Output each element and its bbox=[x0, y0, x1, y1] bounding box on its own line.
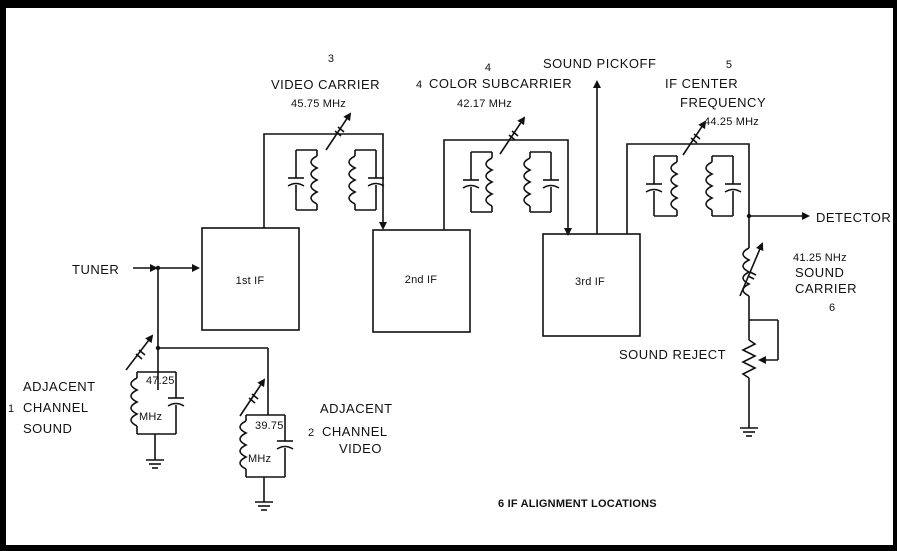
p1-line3: SOUND bbox=[23, 421, 72, 436]
p6-freq: 41.25 NHz bbox=[793, 252, 847, 264]
p2-line2: CHANNEL bbox=[322, 424, 388, 439]
sound-pickoff-label: SOUND PICKOFF bbox=[543, 56, 656, 71]
trap1-freq-bottom: MHz bbox=[139, 411, 162, 423]
trap2-freq-top: 39.75 bbox=[255, 420, 284, 432]
sound-reject-label: SOUND REJECT bbox=[619, 347, 726, 362]
sound-carrier-trap bbox=[739, 216, 779, 437]
p6-line2: CARRIER bbox=[795, 281, 857, 296]
transformer-color-subcarrier bbox=[443, 116, 572, 236]
p6-num: 6 bbox=[829, 302, 835, 314]
p5-line1: IF CENTER bbox=[665, 76, 738, 91]
p2-line3: VIDEO bbox=[339, 441, 382, 456]
tuner-label: TUNER bbox=[72, 262, 119, 277]
p2-line1: ADJACENT bbox=[320, 401, 393, 416]
p2-num: 2 bbox=[308, 427, 314, 439]
p4-num-inline: 4 bbox=[416, 79, 422, 91]
trap2-freq-bottom: MHz bbox=[248, 453, 271, 465]
p1-num: 1 bbox=[8, 403, 14, 415]
p3-num: 3 bbox=[328, 53, 334, 65]
transformer-video-carrier bbox=[263, 112, 387, 230]
if3-block: 3rd IF bbox=[542, 233, 641, 337]
if2-label: 2nd IF bbox=[405, 274, 437, 286]
detector-label: DETECTOR bbox=[816, 210, 891, 225]
trap1-freq-top: 47.25 bbox=[146, 375, 175, 387]
if3-label: 3rd IF bbox=[575, 276, 605, 288]
p5-line2: FREQUENCY bbox=[680, 95, 766, 110]
trap-adjacent-video: 39.75 MHz bbox=[239, 378, 294, 511]
p1-line2: CHANNEL bbox=[23, 400, 89, 415]
detector-output: DETECTOR bbox=[746, 210, 891, 225]
p4-label: COLOR SUBCARRIER bbox=[429, 76, 572, 91]
if1-label: 1st IF bbox=[236, 275, 265, 287]
p6-line1: SOUND bbox=[795, 265, 844, 280]
transformer-if-center bbox=[626, 120, 750, 234]
p5-freq: 44.25 MHz bbox=[704, 116, 759, 128]
p5-num: 5 bbox=[726, 59, 732, 71]
p4-freq: 42.17 MHz bbox=[457, 98, 512, 110]
if1-block: 1st IF bbox=[201, 227, 300, 331]
tuner-input: TUNER bbox=[72, 262, 269, 395]
p4-num: 4 bbox=[485, 62, 491, 74]
trap-adjacent-sound: 47.25 MHz bbox=[125, 334, 185, 469]
sound-pickoff: SOUND PICKOFF bbox=[543, 56, 656, 234]
p3-label: VIDEO CARRIER bbox=[271, 77, 380, 92]
p1-line1: ADJACENT bbox=[23, 379, 96, 394]
diagram-caption: 6 IF ALIGNMENT LOCATIONS bbox=[498, 498, 657, 510]
if2-block: 2nd IF bbox=[372, 229, 471, 333]
p3-freq: 45.75 MHz bbox=[291, 98, 346, 110]
